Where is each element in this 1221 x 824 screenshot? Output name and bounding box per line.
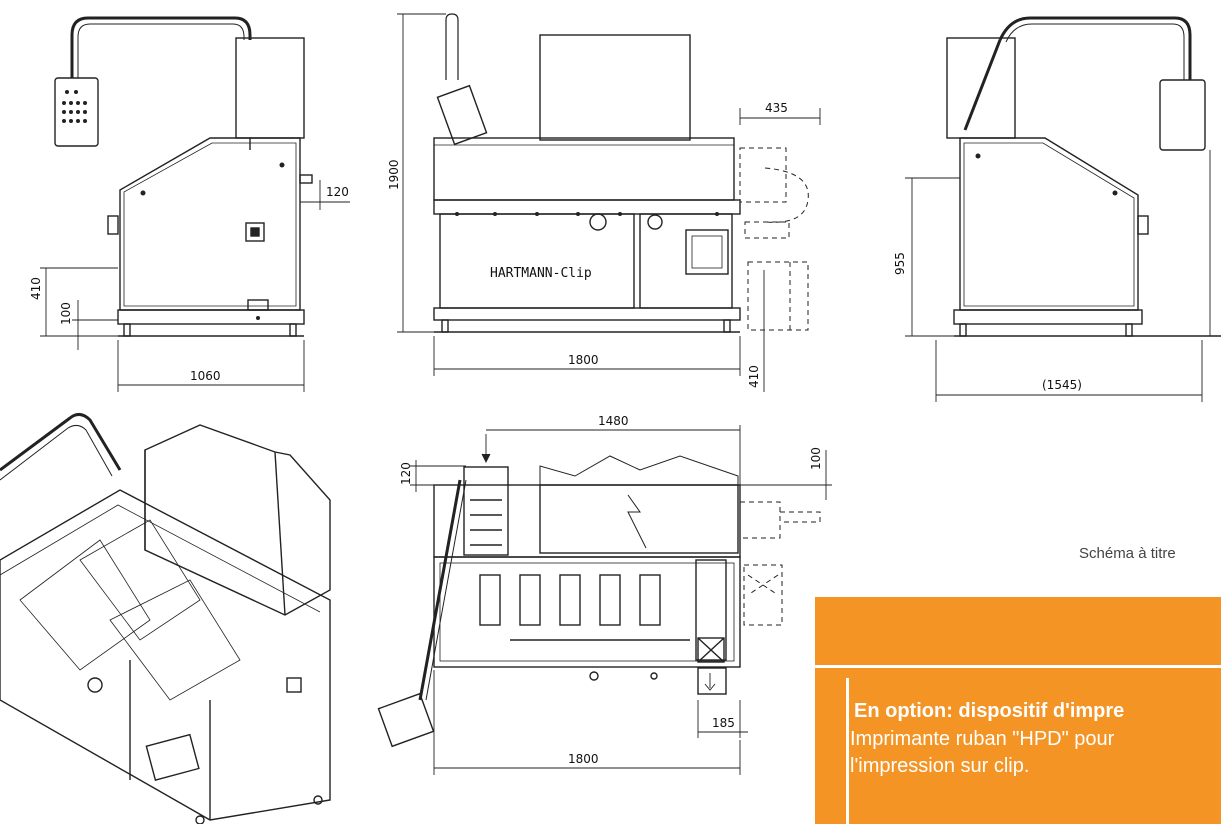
- orange-header-band: [815, 597, 1221, 665]
- keypad: [54, 77, 99, 147]
- dim-front-1900: 1900: [387, 159, 401, 190]
- keypad-top: [377, 692, 435, 748]
- dim-top-1480: 1480: [598, 414, 629, 428]
- dim-side-1060: 1060: [190, 369, 221, 383]
- option-divider: [846, 678, 849, 824]
- dim-front-1800: 1800: [568, 353, 599, 367]
- side-view-left: [40, 16, 350, 392]
- isometric-view: [0, 413, 331, 824]
- dim-top-100: 100: [809, 447, 823, 470]
- caption-text: Schéma à titre: [1079, 545, 1176, 562]
- side-view-right: [905, 16, 1221, 402]
- dim-right-1545: (1545): [1042, 378, 1082, 392]
- dim-side-410: 410: [29, 277, 43, 300]
- brand-label: HARTMANN-Clip: [490, 266, 592, 281]
- dim-side-120: 120: [326, 185, 349, 199]
- option-box: En option: dispositif d'impre Imprimante…: [815, 668, 1221, 824]
- dim-front-410: 410: [747, 365, 761, 388]
- option-title: En option: dispositif d'impre: [854, 700, 1125, 722]
- top-view: [377, 425, 832, 775]
- front-view: [397, 13, 821, 392]
- keypad-right: [1159, 79, 1206, 151]
- option-description: Imprimante ruban "HPD" pour l'impression…: [850, 728, 1115, 777]
- dim-front-435: 435: [765, 101, 788, 115]
- dim-side-100: 100: [59, 302, 73, 325]
- dim-top-185: 185: [712, 716, 735, 730]
- dim-right-955: 955: [893, 252, 907, 275]
- dim-top-1800: 1800: [568, 752, 599, 766]
- dim-top-120: 120: [399, 462, 413, 485]
